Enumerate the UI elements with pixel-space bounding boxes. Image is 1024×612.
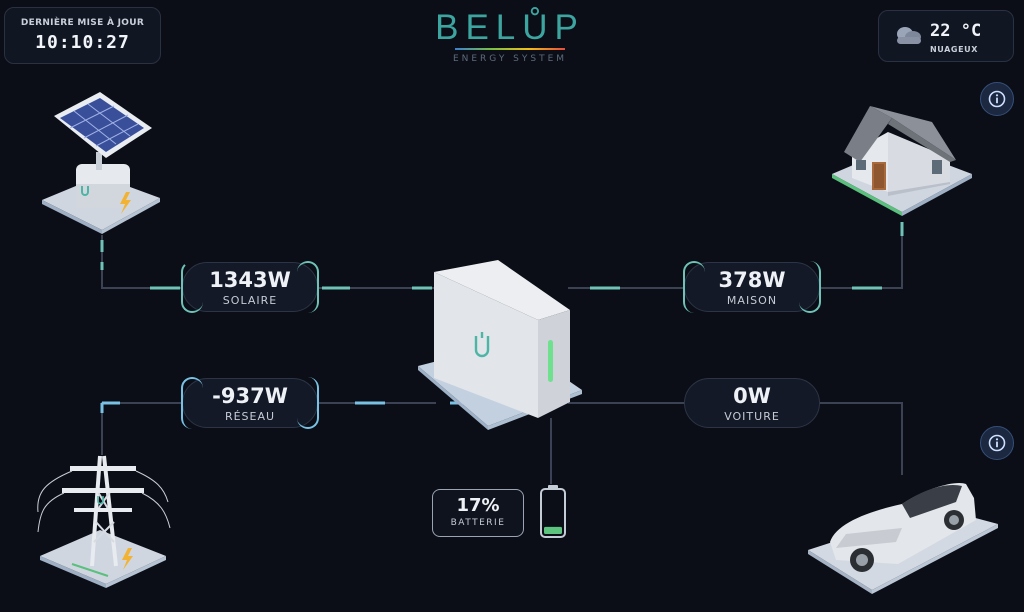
battery-value: 17% <box>456 495 500 516</box>
house-power-value: 378W <box>718 268 786 292</box>
logo-brand: BELŮP <box>435 8 585 47</box>
house-info-button[interactable] <box>980 82 1014 116</box>
last-update-label: DERNIÈRE MISE À JOUR <box>20 18 145 28</box>
solar-power-value: 1343W <box>209 268 291 292</box>
logo-color-bar <box>455 48 565 50</box>
flow-arc <box>181 261 203 313</box>
car-label: VOITURE <box>724 410 780 423</box>
info-icon <box>988 90 1006 108</box>
flow-arc <box>297 261 319 313</box>
solar-flow-card[interactable]: 1343W SOLAIRE <box>181 261 319 313</box>
solar-panel-icon[interactable] <box>36 88 166 236</box>
house-icon[interactable] <box>828 104 976 222</box>
flow-arc <box>181 377 203 429</box>
car-flow-card[interactable]: 0W VOITURE <box>684 378 820 428</box>
car-power-value: 0W <box>733 384 771 408</box>
car-icon[interactable] <box>806 468 1000 594</box>
grid-label: RÉSEAU <box>224 410 276 423</box>
info-icon <box>988 434 1006 452</box>
house-flow-card[interactable]: 378W MAISON <box>683 261 821 313</box>
power-pylon-icon[interactable] <box>36 452 172 588</box>
flow-arc <box>683 261 705 313</box>
cloud-icon <box>897 27 921 44</box>
weather-panel: 22 °C NUAGEUX <box>878 10 1014 62</box>
flow-arc <box>799 261 821 313</box>
flow-arc <box>297 377 319 429</box>
battery-card[interactable]: 17% BATTERIE <box>432 489 524 537</box>
logo-subtitle: ENERGY SYSTEM <box>452 54 568 64</box>
house-label: MAISON <box>726 294 778 307</box>
grid-flow-card[interactable]: -937W RÉSEAU <box>181 377 319 429</box>
belup-logo: BELŮP ENERGY SYSTEM <box>430 8 590 68</box>
battery-icon <box>540 485 566 538</box>
car-info-button[interactable] <box>980 426 1014 460</box>
weather-condition: NUAGEUX <box>930 45 979 54</box>
solar-label: SOLAIRE <box>222 294 278 307</box>
inverter-icon[interactable] <box>412 258 588 430</box>
battery-level-fill <box>544 526 562 534</box>
last-update-time: 10:10:27 <box>35 32 130 53</box>
temperature-value: 22 °C <box>930 21 982 41</box>
battery-label: BATTERIE <box>450 518 506 528</box>
grid-power-value: -937W <box>212 384 288 408</box>
last-update-panel: DERNIÈRE MISE À JOUR 10:10:27 <box>4 7 161 64</box>
